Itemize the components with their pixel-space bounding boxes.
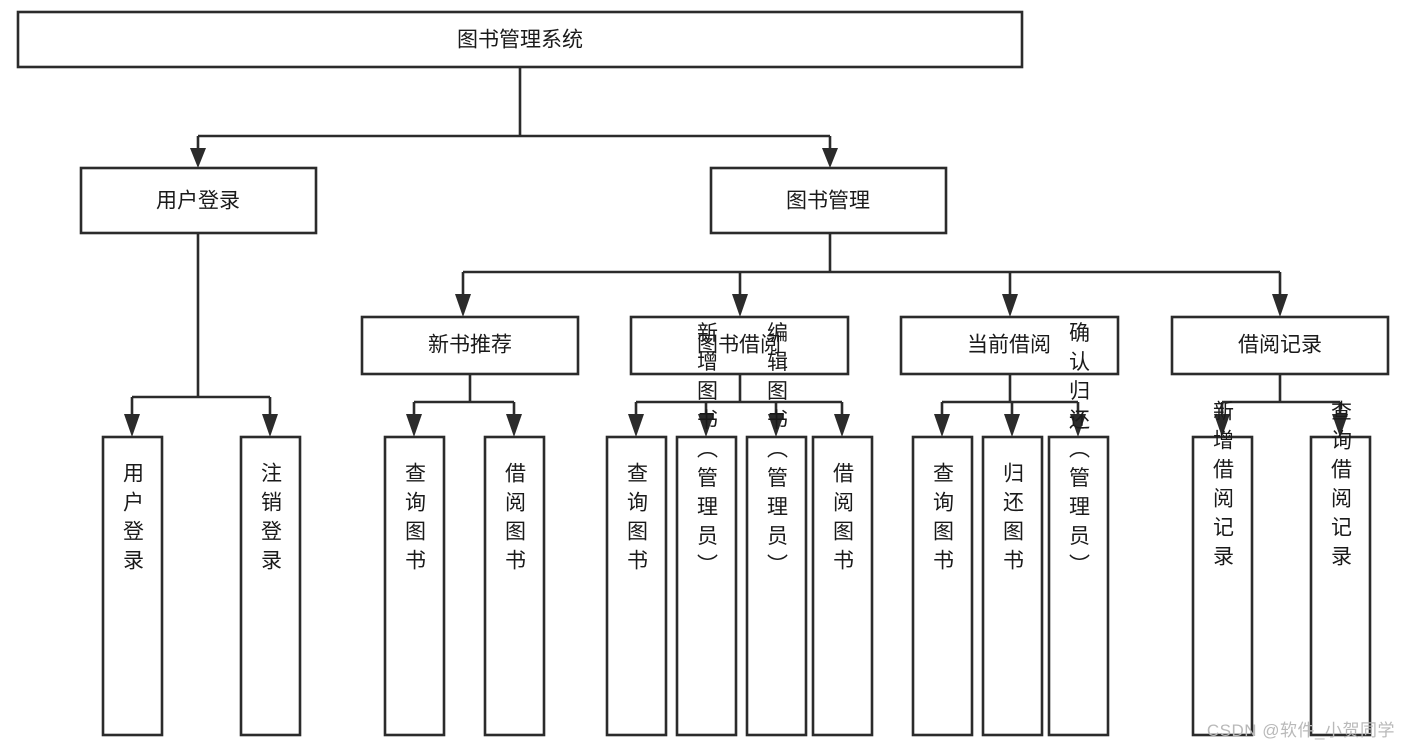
arrow-to-new-book-rec: [455, 294, 471, 317]
node-leaf-query-book-c-label: 查询图书: [931, 462, 955, 578]
arrow-to-leaf-edit-book: [768, 414, 784, 437]
node-root[interactable]: 图书管理系统: [16, 10, 1024, 69]
node-leaf-query-book-a[interactable]: 查询图书: [383, 435, 446, 737]
node-leaf-user-logout-label: 注销登录: [259, 462, 283, 578]
node-leaf-return-book-label: 归还图书: [1001, 462, 1025, 578]
node-leaf-edit-book-label: 编辑图书（管理员）: [765, 322, 789, 583]
arrow-to-leaf-borrow-book-a: [506, 414, 522, 437]
node-leaf-borrow-book-a-label: 借阅图书: [503, 462, 527, 578]
arrow-to-user-login: [190, 148, 206, 168]
node-leaf-query-book-a-label: 查询图书: [403, 462, 427, 578]
node-book-manage-box[interactable]: [709, 166, 948, 235]
arrow-to-leaf-user-logout: [262, 414, 278, 437]
node-leaf-confirm-return-label: 确认归还（管理员）: [1067, 322, 1091, 583]
node-leaf-query-book-a-box[interactable]: [383, 435, 446, 737]
node-user-login-box[interactable]: [79, 166, 318, 235]
arrow-to-leaf-query-book-b: [628, 414, 644, 437]
node-user-login-label: 用户登录: [156, 190, 240, 213]
arrow-to-leaf-add-record: [1214, 414, 1230, 437]
arrow-to-leaf-confirm-return: [1070, 414, 1086, 437]
node-leaf-add-record[interactable]: 新增借阅记录: [1191, 400, 1254, 737]
node-leaf-confirm-return-box[interactable]: [1047, 435, 1110, 737]
node-leaf-query-book-c[interactable]: 查询图书: [911, 435, 974, 737]
node-leaf-borrow-book-b-box[interactable]: [811, 435, 874, 737]
node-leaf-query-book-b-label: 查询图书: [625, 462, 649, 578]
arrow-to-borrow-record: [1272, 294, 1288, 317]
node-leaf-add-record-label: 新增借阅记录: [1211, 400, 1235, 574]
node-current-borrow-label: 当前借阅: [967, 334, 1051, 357]
node-leaf-borrow-book-b[interactable]: 借阅图书: [811, 435, 874, 737]
node-current-borrow[interactable]: 当前借阅: [899, 315, 1120, 376]
node-leaf-borrow-book-a-box[interactable]: [483, 435, 546, 737]
arrow-to-leaf-borrow-book-b: [834, 414, 850, 437]
node-leaf-borrow-book-b-label: 借阅图书: [831, 462, 855, 578]
node-user-login[interactable]: 用户登录: [79, 166, 318, 235]
node-leaf-edit-book-box[interactable]: [745, 435, 808, 737]
node-leaf-add-book-label: 新增图书（管理员）: [695, 322, 719, 583]
node-leaf-add-book-box[interactable]: [675, 435, 738, 737]
arrow-to-current-borrow: [1002, 294, 1018, 317]
node-leaf-return-book-box[interactable]: [981, 435, 1044, 737]
node-leaf-edit-book[interactable]: 编辑图书（管理员）: [745, 322, 808, 737]
node-book-borrow[interactable]: 图书借阅: [629, 315, 850, 376]
arrow-to-leaf-user-login: [124, 414, 140, 437]
node-book-borrow-box[interactable]: [629, 315, 850, 376]
arrow-to-leaf-return-book: [1004, 414, 1020, 437]
arrow-to-leaf-query-book-a: [406, 414, 422, 437]
node-book-borrow-label: 图书借阅: [697, 334, 781, 357]
node-leaf-add-record-box[interactable]: [1191, 435, 1254, 737]
node-borrow-record-box[interactable]: [1170, 315, 1390, 376]
node-book-manage-label: 图书管理: [786, 190, 870, 213]
node-leaf-query-record-box[interactable]: [1309, 435, 1372, 737]
node-leaf-return-book[interactable]: 归还图书: [981, 435, 1044, 737]
node-leaf-query-book-b-box[interactable]: [605, 435, 668, 737]
node-root-label: 图书管理系统: [457, 29, 583, 52]
node-leaf-query-record-label: 查询借阅记录: [1329, 400, 1353, 574]
node-leaf-query-book-b[interactable]: 查询图书: [605, 435, 668, 737]
node-leaf-user-login-box[interactable]: [101, 435, 164, 737]
arrow-to-book-borrow: [732, 294, 748, 317]
node-borrow-record[interactable]: 借阅记录: [1170, 315, 1390, 376]
node-book-manage[interactable]: 图书管理: [709, 166, 948, 235]
node-leaf-user-logout[interactable]: 注销登录: [239, 435, 302, 737]
arrow-to-leaf-add-book: [698, 414, 714, 437]
arrow-to-leaf-query-record: [1332, 414, 1348, 437]
arrow-to-book-manage: [822, 148, 838, 168]
connector-layer: [124, 67, 1348, 437]
node-leaf-user-logout-box[interactable]: [239, 435, 302, 737]
node-root-box[interactable]: [16, 10, 1024, 69]
node-leaf-add-book[interactable]: 新增图书（管理员）: [675, 322, 738, 737]
node-leaf-user-login[interactable]: 用户登录: [101, 435, 164, 737]
node-current-borrow-box[interactable]: [899, 315, 1120, 376]
node-new-book-rec-box[interactable]: [360, 315, 580, 376]
node-new-book-rec-label: 新书推荐: [428, 334, 512, 357]
node-leaf-user-login-label: 用户登录: [121, 462, 145, 578]
node-leaf-borrow-book-a[interactable]: 借阅图书: [483, 435, 546, 737]
node-leaf-confirm-return[interactable]: 确认归还（管理员）: [1047, 322, 1110, 737]
arrow-to-leaf-query-book-c: [934, 414, 950, 437]
node-new-book-rec[interactable]: 新书推荐: [360, 315, 580, 376]
node-leaf-query-book-c-box[interactable]: [911, 435, 974, 737]
csdn-watermark: CSDN @软件_小贺同学: [1206, 721, 1395, 740]
node-leaf-query-record[interactable]: 查询借阅记录: [1309, 400, 1372, 737]
node-borrow-record-label: 借阅记录: [1238, 334, 1322, 357]
